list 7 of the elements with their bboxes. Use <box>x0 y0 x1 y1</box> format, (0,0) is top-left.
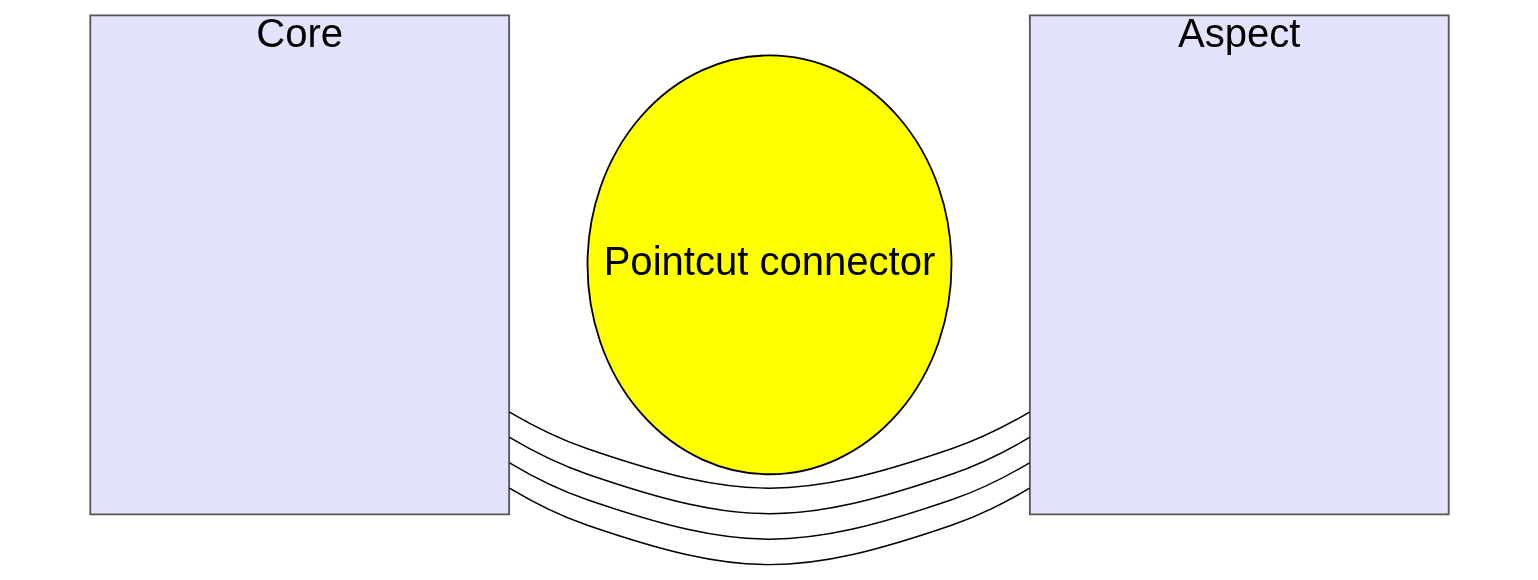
connector <box>508 411 1030 489</box>
connector <box>508 487 1030 566</box>
connector <box>508 462 1030 540</box>
node-box: Core <box>88 14 510 516</box>
node-box: Aspect <box>1028 14 1450 516</box>
connector <box>508 436 1030 515</box>
node-ellipse: Pointcut connector <box>586 54 952 476</box>
